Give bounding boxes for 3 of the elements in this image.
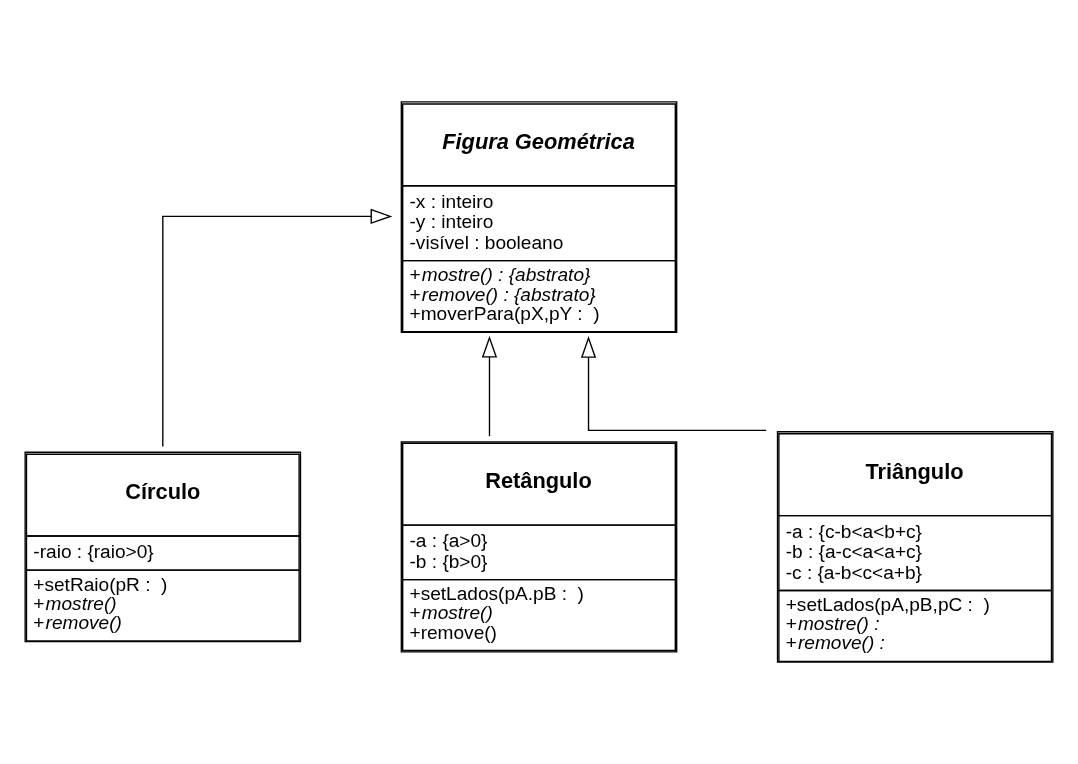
arrow	[580, 336, 767, 432]
arrow	[481, 335, 498, 437]
arrow	[162, 208, 393, 448]
